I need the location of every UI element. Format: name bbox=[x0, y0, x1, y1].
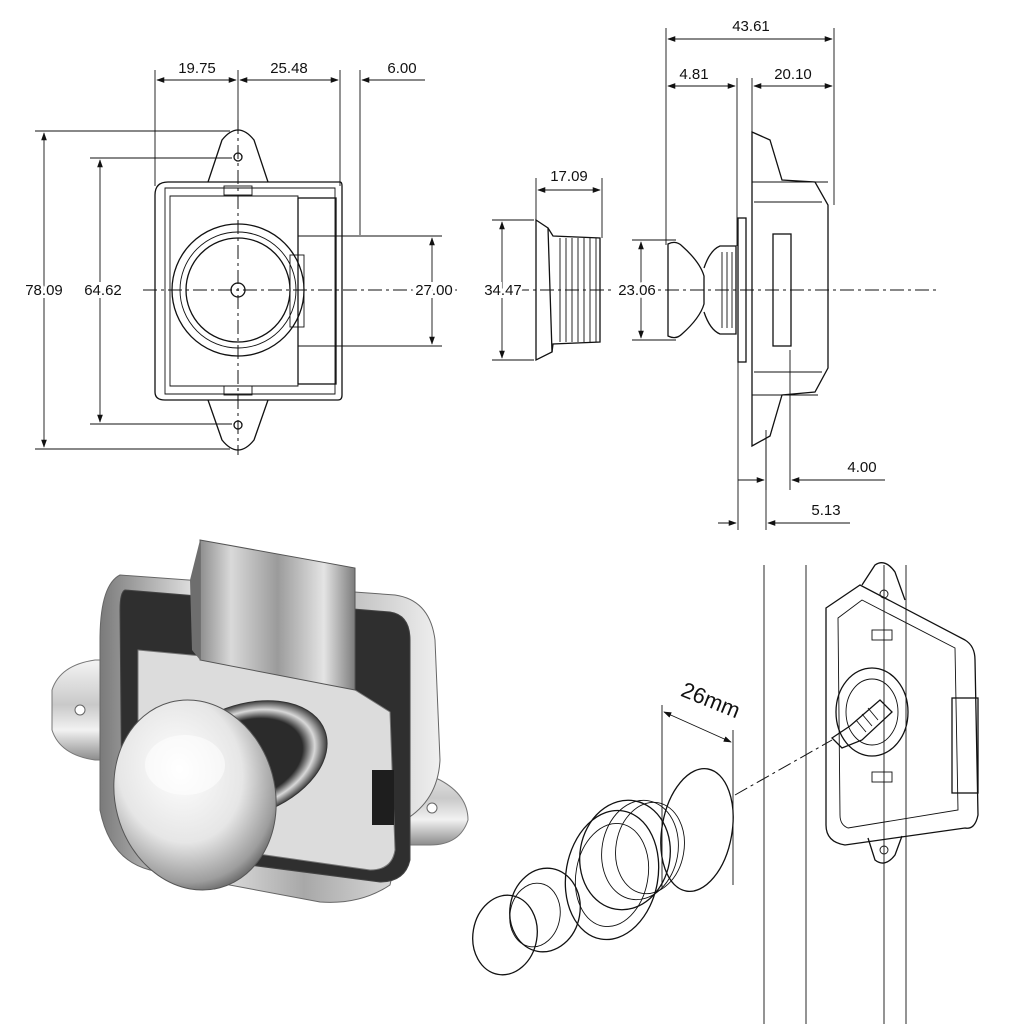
front-button-face bbox=[185, 237, 291, 343]
front-body-inner bbox=[164, 187, 336, 395]
photo-left-ear-hole bbox=[74, 704, 86, 716]
top-mounting-ear bbox=[207, 129, 269, 183]
photo-side-slot bbox=[372, 770, 394, 825]
dim-20-10: 20.10 bbox=[774, 66, 812, 83]
bottom-clip bbox=[223, 385, 253, 396]
side-plate bbox=[737, 217, 747, 363]
bottom-screw-hole bbox=[233, 420, 243, 430]
front-button-ring-inner bbox=[179, 231, 297, 349]
bezel-view: 17.09 34.47 bbox=[481, 168, 612, 362]
install-mech-ring bbox=[835, 667, 909, 757]
install-bottom-hole bbox=[879, 845, 889, 855]
install-bezel-thread bbox=[579, 799, 671, 911]
front-button-ring bbox=[171, 223, 305, 357]
install-knob-face bbox=[472, 894, 538, 976]
install-bezel-thread-3 bbox=[615, 801, 685, 895]
install-bezel-thread-2 bbox=[601, 799, 679, 901]
bezel-thread bbox=[559, 238, 597, 342]
install-top-hole bbox=[879, 589, 889, 599]
side-view: 43.61 4.81 20.10 23.06 4.00 5.13 bbox=[615, 18, 940, 530]
install-panel-hole bbox=[660, 767, 734, 893]
install-spindle bbox=[830, 699, 893, 749]
install-bezel-flange bbox=[564, 809, 660, 941]
install-axis-line bbox=[734, 739, 833, 796]
front-bolt-housing bbox=[297, 197, 337, 385]
side-bolt bbox=[772, 233, 792, 347]
install-mech-inner bbox=[845, 678, 899, 746]
installation-view: 26mm bbox=[472, 562, 979, 1024]
bottom-mounting-ear bbox=[207, 399, 269, 451]
dim-line-26mm bbox=[663, 711, 732, 743]
top-clip bbox=[223, 185, 253, 196]
install-bolt bbox=[951, 697, 979, 794]
side-knob-knurl bbox=[721, 252, 733, 328]
dim-78-09: 78.09 bbox=[25, 282, 63, 299]
dim-26mm: 26mm bbox=[678, 677, 744, 723]
top-screw-hole bbox=[233, 152, 243, 162]
install-bottom-clip bbox=[871, 771, 893, 783]
side-knob bbox=[667, 241, 705, 339]
dim-64-62: 64.62 bbox=[84, 282, 122, 299]
dim-25-48: 25.48 bbox=[270, 60, 308, 77]
install-bottom-ear bbox=[867, 835, 903, 864]
dim-23-06: 23.06 bbox=[618, 282, 656, 299]
install-spindle-thread bbox=[855, 707, 879, 733]
install-lock-body bbox=[825, 584, 979, 846]
dim-4-00: 4.00 bbox=[847, 459, 876, 476]
front-body-outline bbox=[154, 181, 343, 401]
photo-bolt-side bbox=[190, 540, 200, 660]
photo-knob-highlight bbox=[145, 735, 225, 795]
front-inner-frame bbox=[169, 195, 299, 387]
dim-17-09: 17.09 bbox=[550, 168, 588, 185]
dim-43-61: 43.61 bbox=[732, 18, 770, 35]
front-button-pin bbox=[230, 282, 246, 298]
dim-6-00: 6.00 bbox=[387, 60, 416, 77]
install-bezel-opening bbox=[574, 822, 650, 928]
install-top-clip bbox=[871, 629, 893, 641]
side-body bbox=[751, 130, 829, 448]
install-knob-back bbox=[509, 867, 581, 953]
install-top-ear bbox=[861, 562, 906, 601]
bezel-sleeve bbox=[547, 227, 601, 353]
dim-19-75: 19.75 bbox=[178, 60, 216, 77]
dim-27-00: 27.00 bbox=[415, 282, 453, 299]
install-knob-neck bbox=[509, 882, 561, 948]
install-lock-inner bbox=[837, 599, 959, 829]
product-photo bbox=[51, 539, 469, 903]
photo-right-ear-hole bbox=[426, 802, 438, 814]
front-view: 19.75 25.48 6.00 78.09 64.62 27.00 bbox=[22, 60, 460, 455]
dim-34-47: 34.47 bbox=[484, 282, 522, 299]
side-knob-neck bbox=[703, 245, 737, 335]
front-bolt-tab bbox=[289, 254, 305, 328]
dim-4-81: 4.81 bbox=[679, 66, 708, 83]
dim-5-13: 5.13 bbox=[811, 502, 840, 519]
